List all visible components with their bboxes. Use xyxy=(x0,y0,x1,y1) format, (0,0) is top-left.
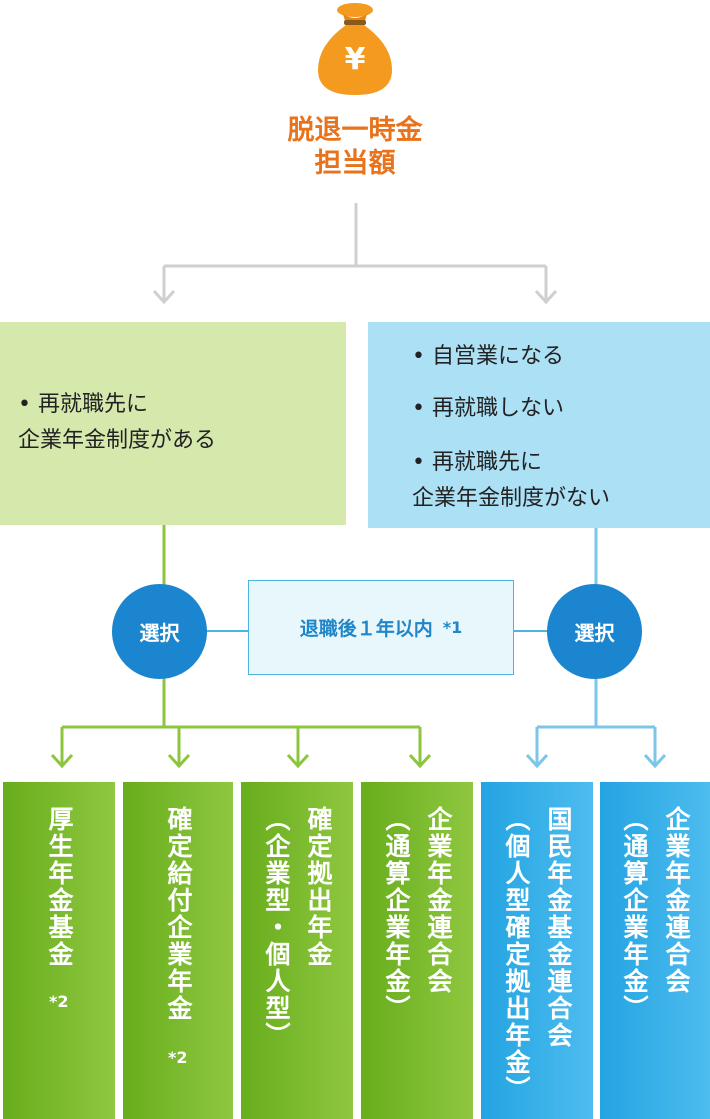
option-defined-benefit: 確定給付企業年金 *2 xyxy=(123,782,233,1119)
note-mark: *1 xyxy=(442,618,463,637)
top-title-line2: 担当額 xyxy=(314,148,396,179)
right-box-line1: • 自営業になる xyxy=(412,344,564,369)
option-label: 企業年金連合会 （通算企業年金） xyxy=(382,806,453,1022)
gray-connectors xyxy=(152,203,558,305)
top-title-line1: 脱退一時金 xyxy=(287,115,423,146)
option-national-pension-fund: 国民年金基金連合会 （個人型確定拠出年金） xyxy=(481,782,593,1119)
option-employee-pension-fund: 厚生年金基金 *2 xyxy=(3,782,115,1119)
right-box-line3: • 再就職先に xyxy=(412,450,542,475)
condition-box-right: • 自営業になる • 再就職しない • 再就職先に 企業年金制度がない xyxy=(368,322,710,528)
option-label: 厚生年金基金 xyxy=(45,806,74,968)
option-label: 企業年金連合会 （通算企業年金） xyxy=(620,806,691,1022)
left-box-line2: 企業年金制度がある xyxy=(18,428,217,453)
option-note: *2 xyxy=(49,992,69,1011)
condition-box-left: • 再就職先に 企業年金制度がある xyxy=(0,322,346,525)
option-pension-association-right: 企業年金連合会 （通算企業年金） xyxy=(600,782,710,1119)
option-defined-contribution: 確定拠出年金 （企業型・個人型） xyxy=(241,782,353,1119)
note-box: 退職後１年以内 *1 xyxy=(248,580,514,675)
yen-symbol: ¥ xyxy=(344,42,366,77)
top-title: 脱退一時金 担当額 xyxy=(230,114,480,180)
option-label: 確定拠出年金 （企業型・個人型） xyxy=(262,806,333,1049)
option-pension-association-left: 企業年金連合会 （通算企業年金） xyxy=(361,782,473,1119)
select-circle-left: 選択 xyxy=(112,584,207,679)
option-label: 国民年金基金連合会 （個人型確定拠出年金） xyxy=(502,806,573,1103)
money-bag-icon: ¥ xyxy=(310,0,400,100)
note-text: 退職後１年以内 xyxy=(299,618,433,640)
right-box-line2: • 再就職しない xyxy=(412,396,564,421)
select-circle-right: 選択 xyxy=(547,584,642,679)
left-box-line1: • 再就職先に xyxy=(18,392,148,417)
option-label: 確定給付企業年金 xyxy=(164,806,193,1022)
option-note: *2 xyxy=(168,1048,188,1067)
right-box-line4: 企業年金制度がない xyxy=(412,486,611,511)
